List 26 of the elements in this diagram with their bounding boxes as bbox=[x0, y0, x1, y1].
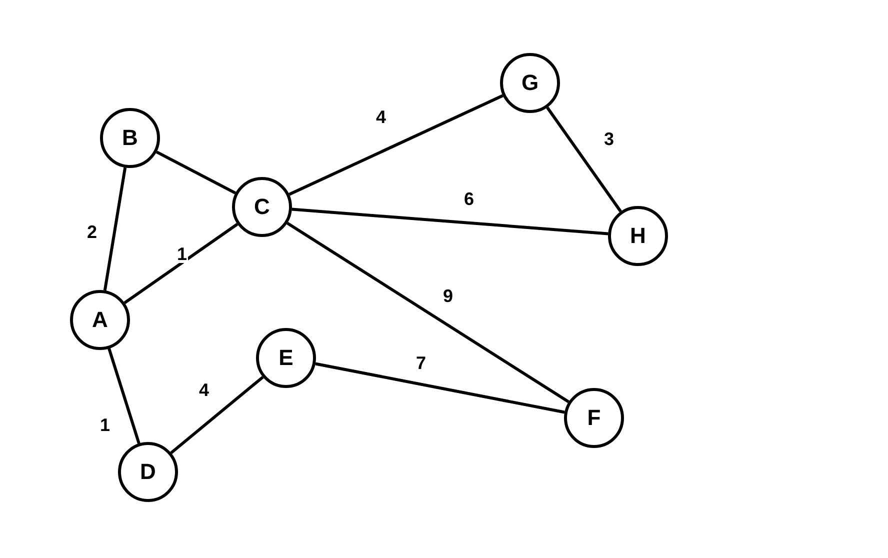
node-label: E bbox=[278, 347, 294, 369]
edge-line bbox=[124, 222, 238, 304]
edge-line bbox=[292, 208, 608, 236]
edge-label: 9 bbox=[442, 287, 454, 305]
node-label: G bbox=[521, 72, 539, 94]
edge-label: 1 bbox=[99, 416, 111, 434]
edge-line bbox=[286, 222, 570, 404]
edge-label: 2 bbox=[86, 223, 98, 241]
node-label: A bbox=[92, 309, 108, 331]
edge-label: 4 bbox=[198, 381, 210, 399]
node-label: H bbox=[630, 225, 646, 247]
node-label: D bbox=[140, 461, 156, 483]
edge-line bbox=[103, 167, 127, 291]
edge-label: 6 bbox=[463, 190, 475, 208]
edge-label: 1 bbox=[176, 245, 188, 263]
edge-label: 4 bbox=[375, 108, 387, 126]
edge-line bbox=[108, 348, 140, 444]
edge-line bbox=[315, 362, 565, 414]
node-label: F bbox=[587, 407, 601, 429]
edge-line bbox=[156, 150, 236, 194]
edge-label: 7 bbox=[415, 354, 427, 372]
edge-label: 3 bbox=[603, 130, 615, 148]
node-label: B bbox=[122, 127, 138, 149]
edge-line bbox=[546, 106, 622, 212]
node-label: C bbox=[254, 196, 270, 218]
edge-line bbox=[170, 376, 264, 454]
